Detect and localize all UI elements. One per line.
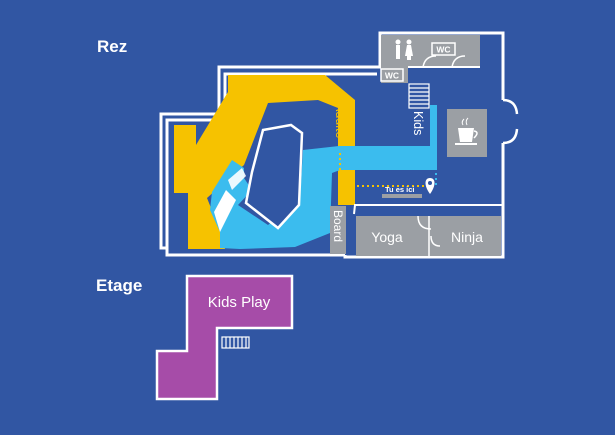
restroom-block: WC WC <box>380 35 480 83</box>
ninja-room <box>429 216 501 256</box>
you-are-here-marker: Tu es ici <box>382 178 435 198</box>
route-lines <box>339 108 437 187</box>
restroom-icon <box>395 39 413 60</box>
upper-floor-label: Etage <box>96 276 142 295</box>
board-label: Board <box>331 210 345 242</box>
yoga-label: Yoga <box>371 229 403 245</box>
ground-floor-label: Rez <box>97 37 127 56</box>
kids-zone-wall <box>214 190 236 232</box>
adulte-label: Adulte <box>333 103 347 138</box>
upper-floor-stairs <box>221 336 250 349</box>
wc-sign-frame-2 <box>380 68 404 82</box>
kids-play-zone <box>155 274 294 401</box>
wc-label-1: WC <box>436 45 450 55</box>
adulte-zone <box>174 75 355 249</box>
kids-label: Kids <box>411 111 425 135</box>
cafe-area <box>447 109 487 157</box>
ninja-label: Ninja <box>451 229 483 245</box>
coffee-cup-icon <box>455 117 478 145</box>
upper-floor: Kids Play <box>155 274 294 401</box>
wc-sign-frame <box>431 42 456 56</box>
yoga-room <box>356 216 429 256</box>
center-island <box>244 123 304 230</box>
kids-play-label: Kids Play <box>208 294 271 311</box>
kids-zone-highlight <box>228 168 246 190</box>
entrance-door <box>502 98 519 145</box>
board-area: Board <box>330 206 346 254</box>
ground-floor-stairs <box>408 83 430 109</box>
wc-label-2: WC <box>385 71 399 81</box>
kids-zone <box>210 105 437 249</box>
studio-rooms: Yoga Ninja <box>353 204 503 256</box>
map-pin-icon <box>425 178 435 194</box>
you-are-here-label: Tu es ici <box>385 185 414 194</box>
